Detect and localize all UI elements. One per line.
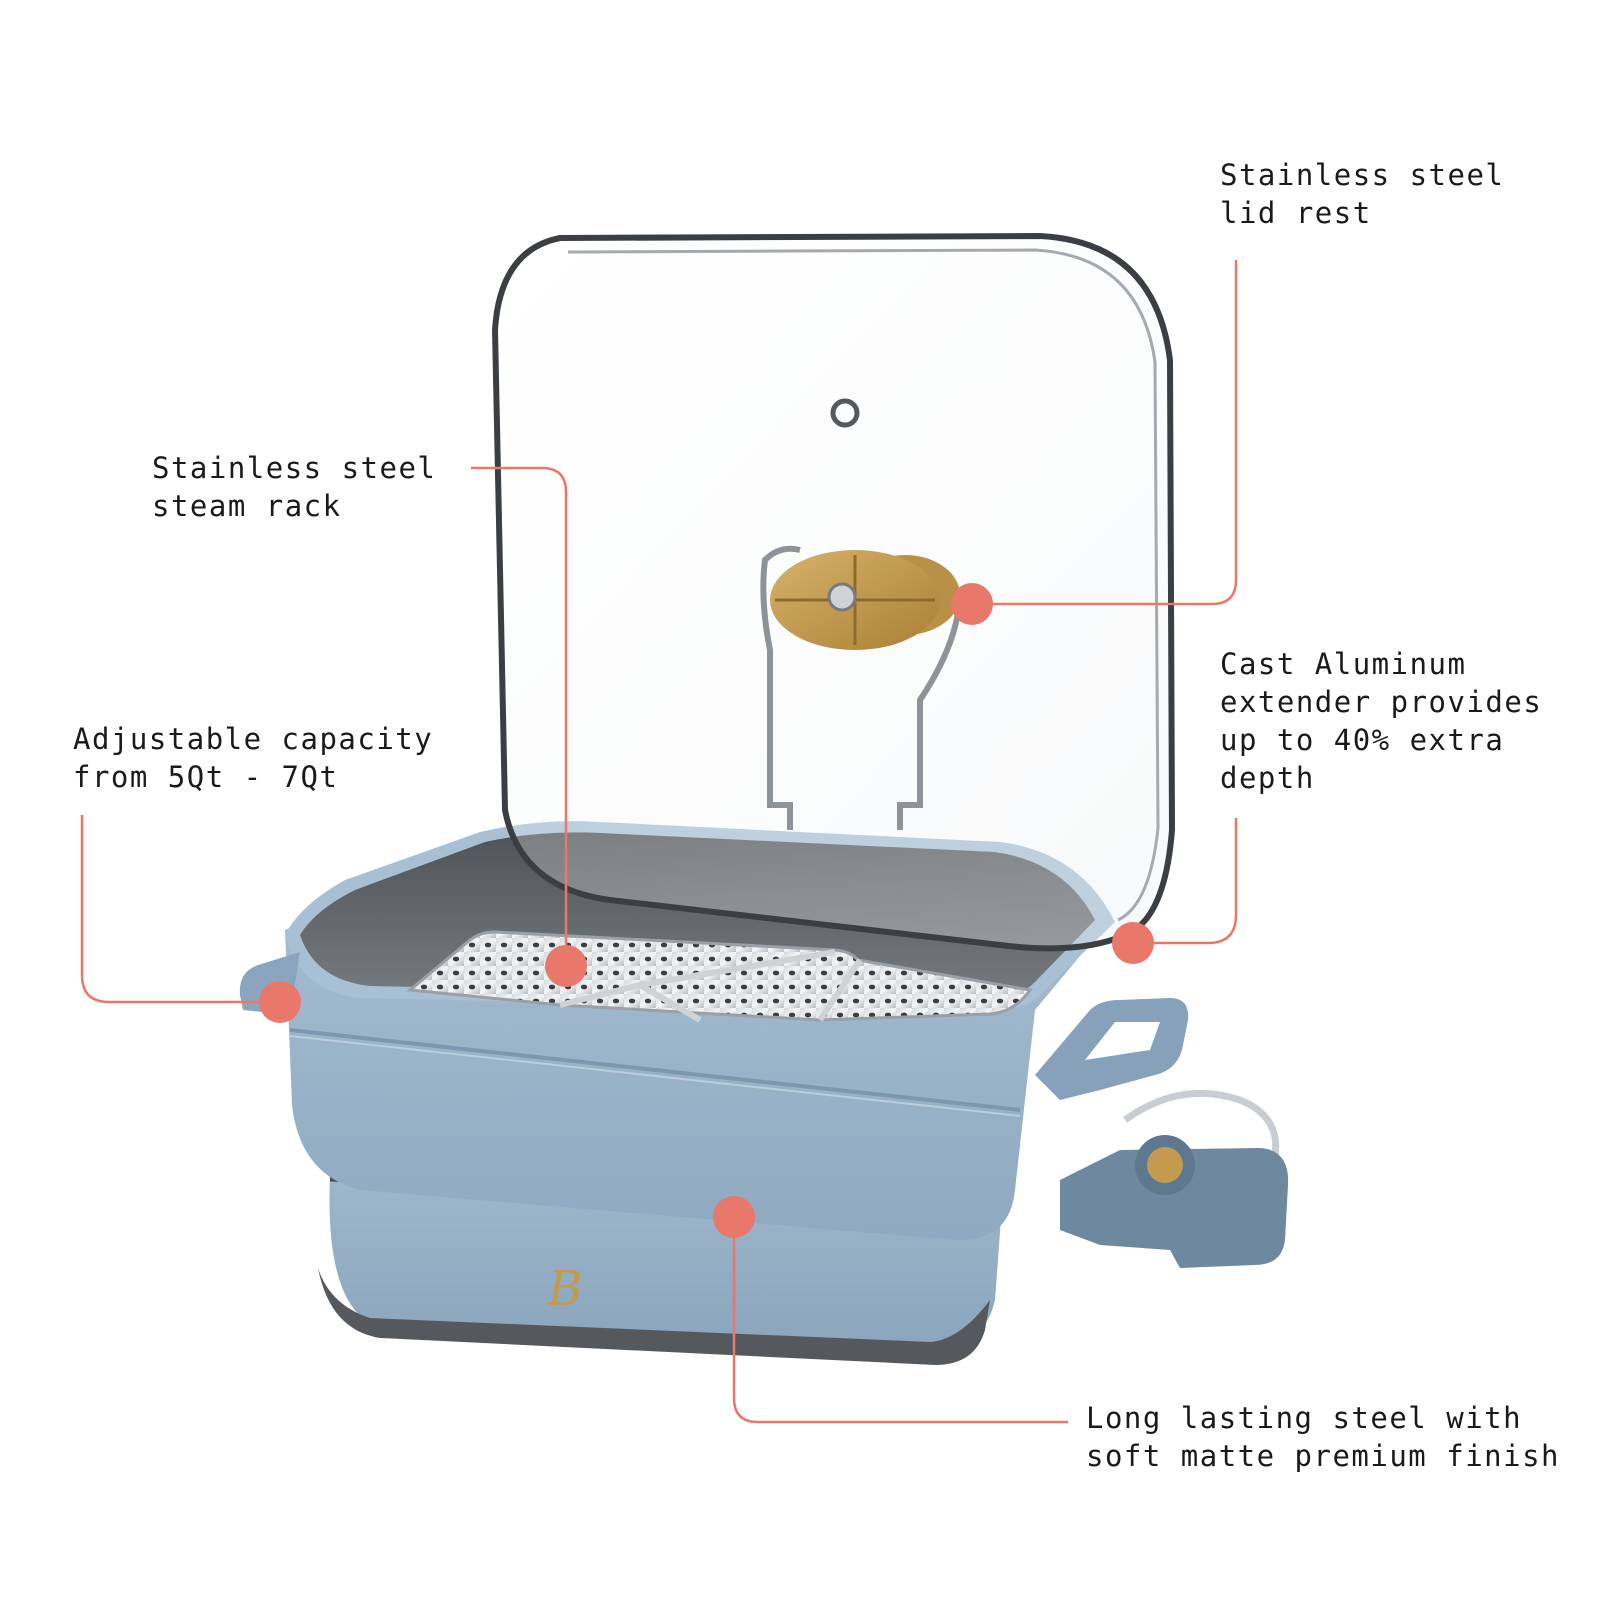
callout-extender-line2: extender provides [1220,685,1543,719]
power-cord [1122,1089,1280,1177]
knob-screw [827,582,857,612]
dot-capacity [259,981,301,1023]
callout-steam-rack: Stainless steel steam rack [152,449,436,525]
brand-logo: B [546,1261,582,1317]
callout-extender-line3: up to 40% extra [1220,723,1505,757]
callout-steam-rack-line1: Stainless steel [152,451,437,485]
callout-capacity-line1: Adjustable capacity [73,722,434,756]
dot-extender [1112,922,1154,964]
base-bottom-edge [318,1268,990,1365]
leader-lid-rest [972,260,1238,606]
dot-steam-rack [545,945,587,987]
leader-lines [80,260,1238,1424]
leader-finish [732,1218,1068,1424]
rack-divider [559,949,863,1023]
leader-extender [1135,818,1238,945]
dot-lid-rest [951,583,993,625]
callout-extender: Cast Aluminum extender provides up to 40… [1220,645,1542,797]
steam-vent [830,398,860,428]
callout-lid-rest-line1: Stainless steel [1220,158,1505,192]
temperature-probe[interactable] [1060,1148,1289,1268]
callout-steam-rack-line2: steam rack [152,489,342,523]
callout-extender-line1: Cast Aluminum [1220,647,1467,681]
extender-seam [289,1028,1021,1112]
probe-dial-face [1147,1147,1183,1183]
callout-lid-rest: Stainless steel lid rest [1220,156,1504,232]
callout-finish-line1: Long lasting steel with [1086,1401,1523,1435]
callout-finish-line2: soft matte premium finish [1086,1439,1560,1473]
extender-seam-highlight [289,1035,1021,1117]
callout-extender-line4: depth [1220,761,1315,795]
callout-lid-rest-line2: lid rest [1220,196,1372,230]
leader-steam-rack [471,466,568,966]
dot-finish [713,1196,755,1238]
glass-lid-inner-edge [567,248,1160,922]
callout-capacity-line2: from 5Qt - 7Qt [73,760,339,794]
leader-capacity [80,815,280,1004]
callout-dots [259,583,1154,1238]
callout-capacity: Adjustable capacity from 5Qt - 7Qt [73,720,433,796]
callout-finish: Long lasting steel with soft matte premi… [1086,1399,1560,1475]
handle-opening [1085,1022,1160,1060]
